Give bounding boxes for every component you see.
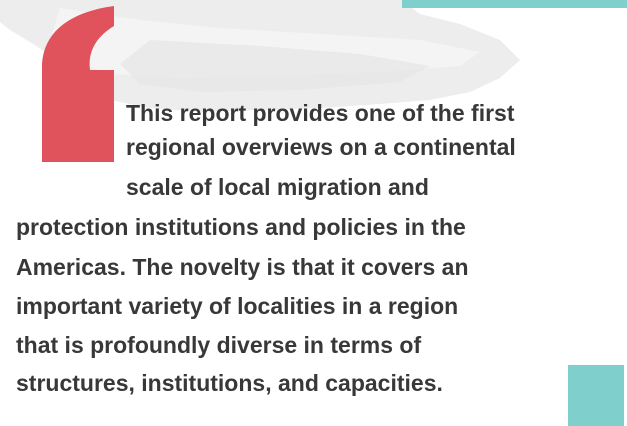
teal-accent-bottom	[568, 365, 624, 426]
quote-line-1: This report provides one of the first	[126, 100, 515, 126]
quote-line-7: that is profoundly diverse in terms of	[16, 332, 422, 358]
quote-line-6: important variety of localities in a reg…	[16, 293, 459, 319]
teal-accent-top	[402, 0, 627, 8]
paper-texture-background	[0, 0, 520, 112]
quote-line-8: structures, institutions, and capacities…	[16, 370, 443, 396]
quote-line-2: regional overviews on a continental	[126, 134, 516, 160]
quote-line-4: protection institutions and policies in …	[16, 214, 466, 240]
opening-quote-icon	[42, 6, 114, 162]
quote-line-3: scale of local migration and	[126, 174, 429, 200]
quote-line-5: Americas. The novelty is that it covers …	[16, 254, 469, 280]
